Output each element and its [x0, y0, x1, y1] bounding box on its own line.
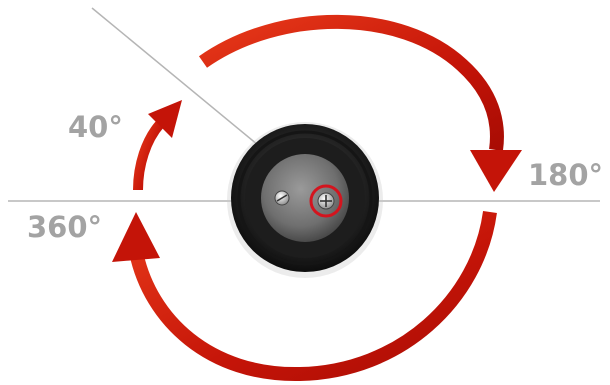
angle-label-180: 180° [528, 161, 603, 190]
small-up-arrow-icon [138, 100, 182, 190]
screw-icon [275, 191, 289, 205]
angle-label-40: 40° [68, 113, 123, 142]
rotary-knob-icon [227, 122, 383, 278]
angle-label-360: 360° [27, 213, 102, 242]
